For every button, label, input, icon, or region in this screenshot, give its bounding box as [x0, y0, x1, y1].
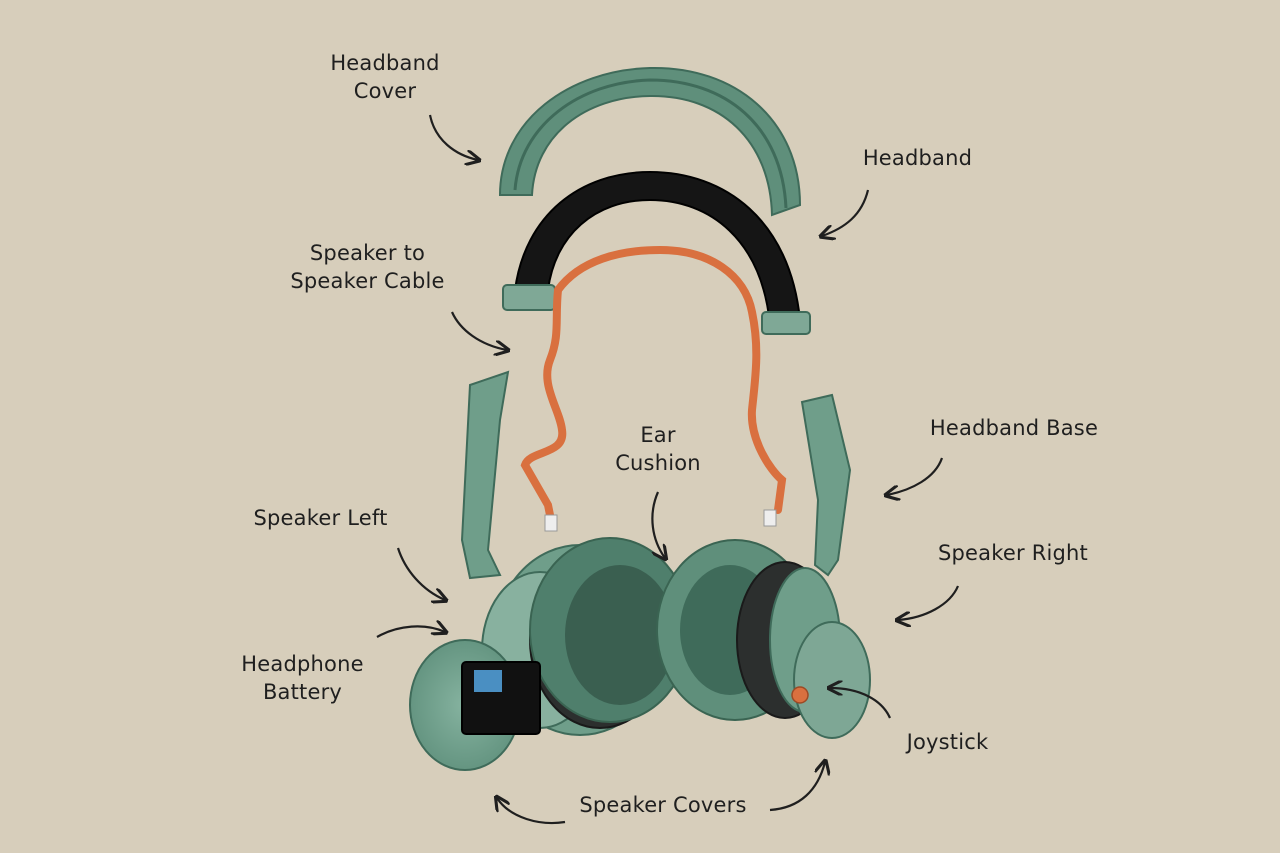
speaker-cable-part: [520, 245, 787, 532]
label-ear-cushion: Ear Cushion: [615, 423, 701, 475]
arrow-joystick: [830, 688, 892, 719]
arrow-ear-cushion: [651, 491, 665, 558]
label-headphone-battery: Headphone Battery: [241, 652, 364, 704]
arrow-speaker-cable: [450, 311, 507, 350]
arrow-speaker-cover-right: [769, 762, 825, 812]
arrow-speaker-left: [396, 547, 445, 600]
headphone-battery-part: [461, 661, 541, 735]
label-speaker-covers: Speaker Covers: [579, 793, 747, 817]
label-speaker-left: Speaker Left: [253, 506, 388, 530]
label-joystick: Joystick: [906, 730, 989, 754]
speaker-cover-right-part: [793, 621, 871, 739]
label-speaker-cable: Speaker to Speaker Cable: [290, 241, 445, 293]
headband-part: [502, 170, 811, 335]
label-headband: Headband: [862, 146, 973, 170]
arrow-speaker-right: [898, 585, 960, 620]
label-headband-cover: Headband Cover: [330, 51, 440, 103]
arrow-headband-cover: [428, 114, 478, 160]
label-speaker-right: Speaker Right: [938, 541, 1088, 565]
arrow-speaker-cover-left: [497, 798, 566, 824]
arrow-headband-base: [887, 457, 944, 495]
arrow-headband: [822, 189, 870, 236]
headband-cover-part: [498, 66, 802, 217]
headband-base-right-part: [800, 393, 852, 577]
label-headband-base: Headband Base: [929, 416, 1099, 440]
joystick-part: [791, 686, 809, 704]
headband-base-left-part: [460, 370, 510, 580]
arrow-battery: [376, 626, 445, 638]
